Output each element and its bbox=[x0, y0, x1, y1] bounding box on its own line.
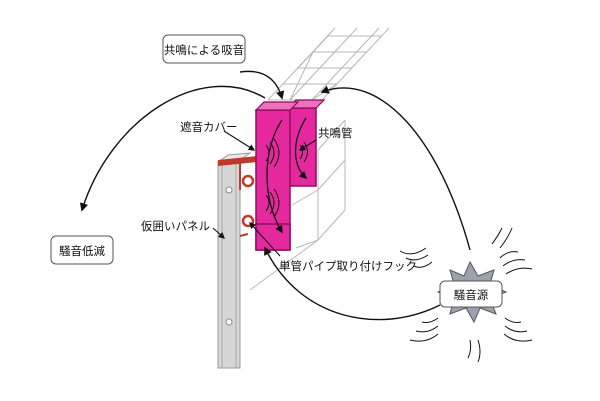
label-resonator-tube: 共鳴管 bbox=[318, 126, 353, 140]
label-shield-cover: 遮音カバー bbox=[180, 120, 238, 134]
pipe-hooks bbox=[241, 174, 255, 228]
label-pipe-hook: 単管パイプ取り付けフック bbox=[279, 259, 417, 273]
label-resonance-absorption-text: 共鳴による吸音 bbox=[164, 43, 244, 57]
resonator-tubes bbox=[254, 99, 326, 251]
label-temporary-panel: 仮囲いパネル bbox=[141, 219, 210, 233]
label-leaders bbox=[212, 130, 317, 257]
sound-shield-cover bbox=[218, 156, 258, 190]
sound-path-arcs bbox=[79, 70, 471, 321]
label-resonance-absorption: 共鳴による吸音 bbox=[162, 34, 246, 64]
label-noise-reduction: 騒音低減 bbox=[50, 235, 114, 265]
label-noise-source: 騒音源 bbox=[454, 288, 489, 302]
sound-wave-arcs-icon bbox=[399, 227, 533, 363]
label-noise-reduction-text: 騒音低減 bbox=[59, 244, 105, 258]
noise-source: 騒音源 bbox=[399, 227, 533, 363]
